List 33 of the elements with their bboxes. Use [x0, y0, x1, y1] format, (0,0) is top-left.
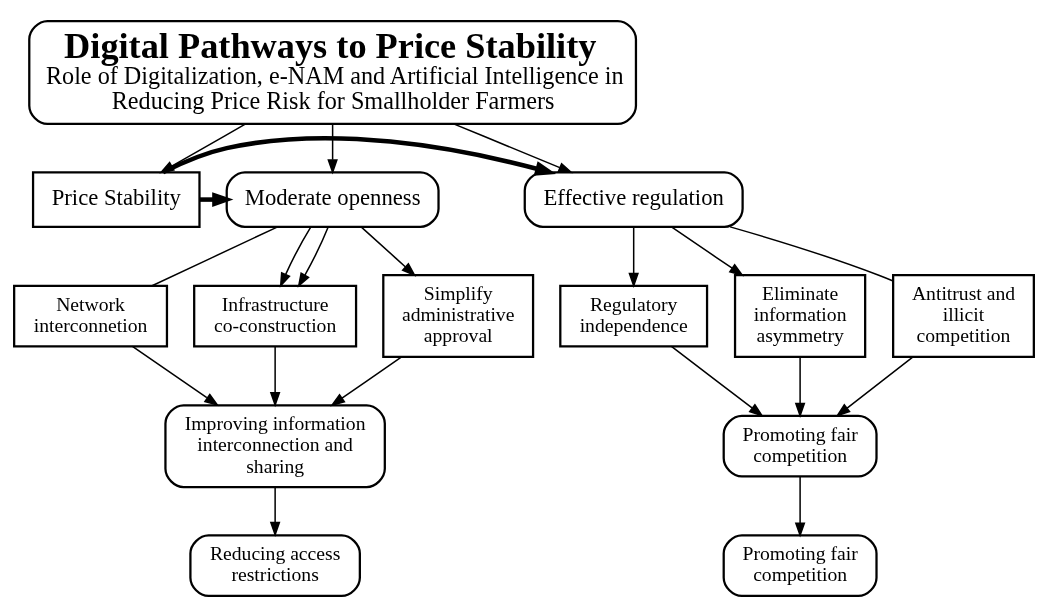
node-box: Promoting fair competition	[722, 533, 878, 597]
arrow	[670, 225, 745, 276]
node-box: Simplify administrative approval	[382, 273, 535, 358]
arrow	[162, 135, 557, 176]
arrow	[360, 225, 417, 277]
arrow	[670, 345, 764, 417]
arrow	[628, 225, 639, 288]
arrow	[269, 345, 281, 407]
node-box: Antitrust and illicit competition	[892, 273, 1035, 358]
arrow	[330, 355, 403, 406]
arrow	[327, 123, 338, 174]
node-box: Improving information interconnection and sharing	[164, 403, 386, 488]
arrow	[835, 355, 914, 417]
arrow	[199, 191, 234, 207]
connector	[729, 225, 894, 282]
node-box: Infrastructure co-construction	[193, 284, 358, 347]
node-box: Promoting fair competition	[722, 414, 878, 478]
arrow	[279, 225, 312, 288]
node-box: Moderate openness	[225, 170, 440, 228]
connector	[151, 225, 279, 286]
node-box: Regulatory independence	[559, 284, 709, 347]
arrow	[794, 475, 806, 538]
node-box: Eliminate information asymmetry	[733, 273, 867, 358]
arrow	[269, 485, 281, 537]
arrow	[131, 345, 220, 406]
arrow	[297, 225, 330, 288]
node-box: Reducing access restrictions	[189, 533, 361, 597]
arrow	[794, 355, 806, 418]
arrow	[453, 122, 574, 173]
node-box: Effective regulation	[523, 170, 744, 228]
node-box: Digital Pathways to Price Stability Role of Digitalization, e-NAM and Artificial Intelligence in Reducing Price Risk for Smallholder Farmers	[28, 19, 638, 125]
node-box: Price Stability	[31, 170, 201, 228]
node-box: Network interconnetion	[13, 284, 169, 347]
